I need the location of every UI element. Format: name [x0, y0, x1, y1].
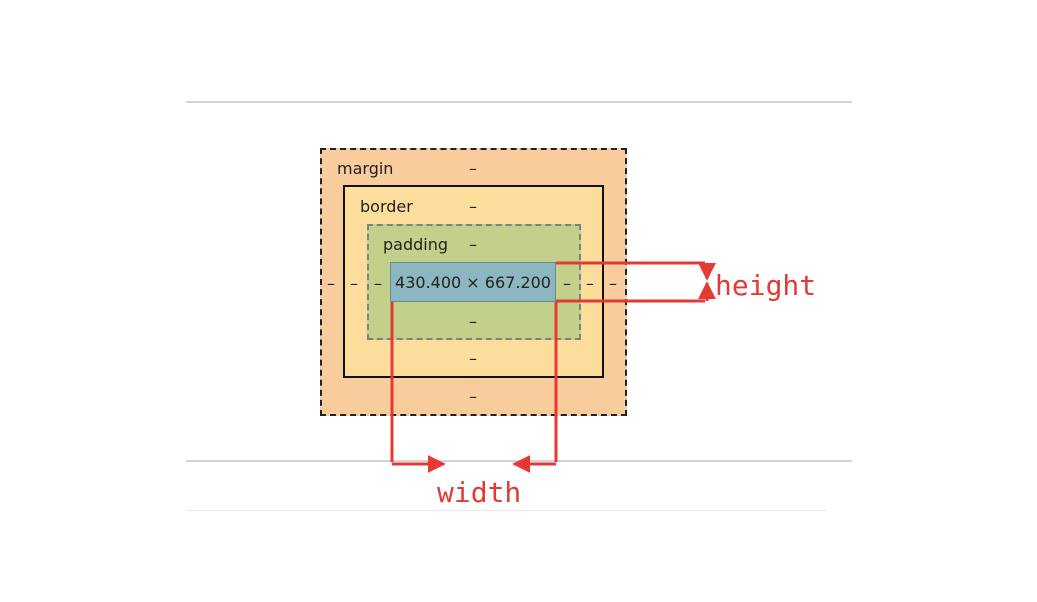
bottom-divider: [186, 510, 826, 511]
top-divider: [186, 101, 852, 103]
border-label: border: [360, 197, 413, 216]
content-dimensions: 430.400 × 667.200: [395, 272, 551, 292]
padding-top-value: –: [469, 235, 477, 254]
margin-label: margin: [337, 159, 394, 178]
margin-left-value: –: [327, 274, 335, 293]
width-annotation-label: width: [437, 476, 522, 509]
border-right-value: –: [586, 274, 594, 293]
padding-bottom-value: –: [469, 312, 477, 331]
padding-right-value: –: [563, 274, 571, 293]
margin-bottom-value: –: [469, 387, 477, 406]
padding-label: padding: [383, 235, 449, 254]
padding-left-value: –: [374, 274, 382, 293]
margin-top-value: –: [469, 159, 477, 178]
margin-right-value: –: [609, 274, 617, 293]
border-top-value: –: [469, 197, 477, 216]
content-box[interactable]: [390, 262, 556, 302]
border-left-value: –: [350, 274, 358, 293]
border-bottom-value: –: [469, 349, 477, 368]
height-annotation-label: height: [715, 269, 817, 302]
